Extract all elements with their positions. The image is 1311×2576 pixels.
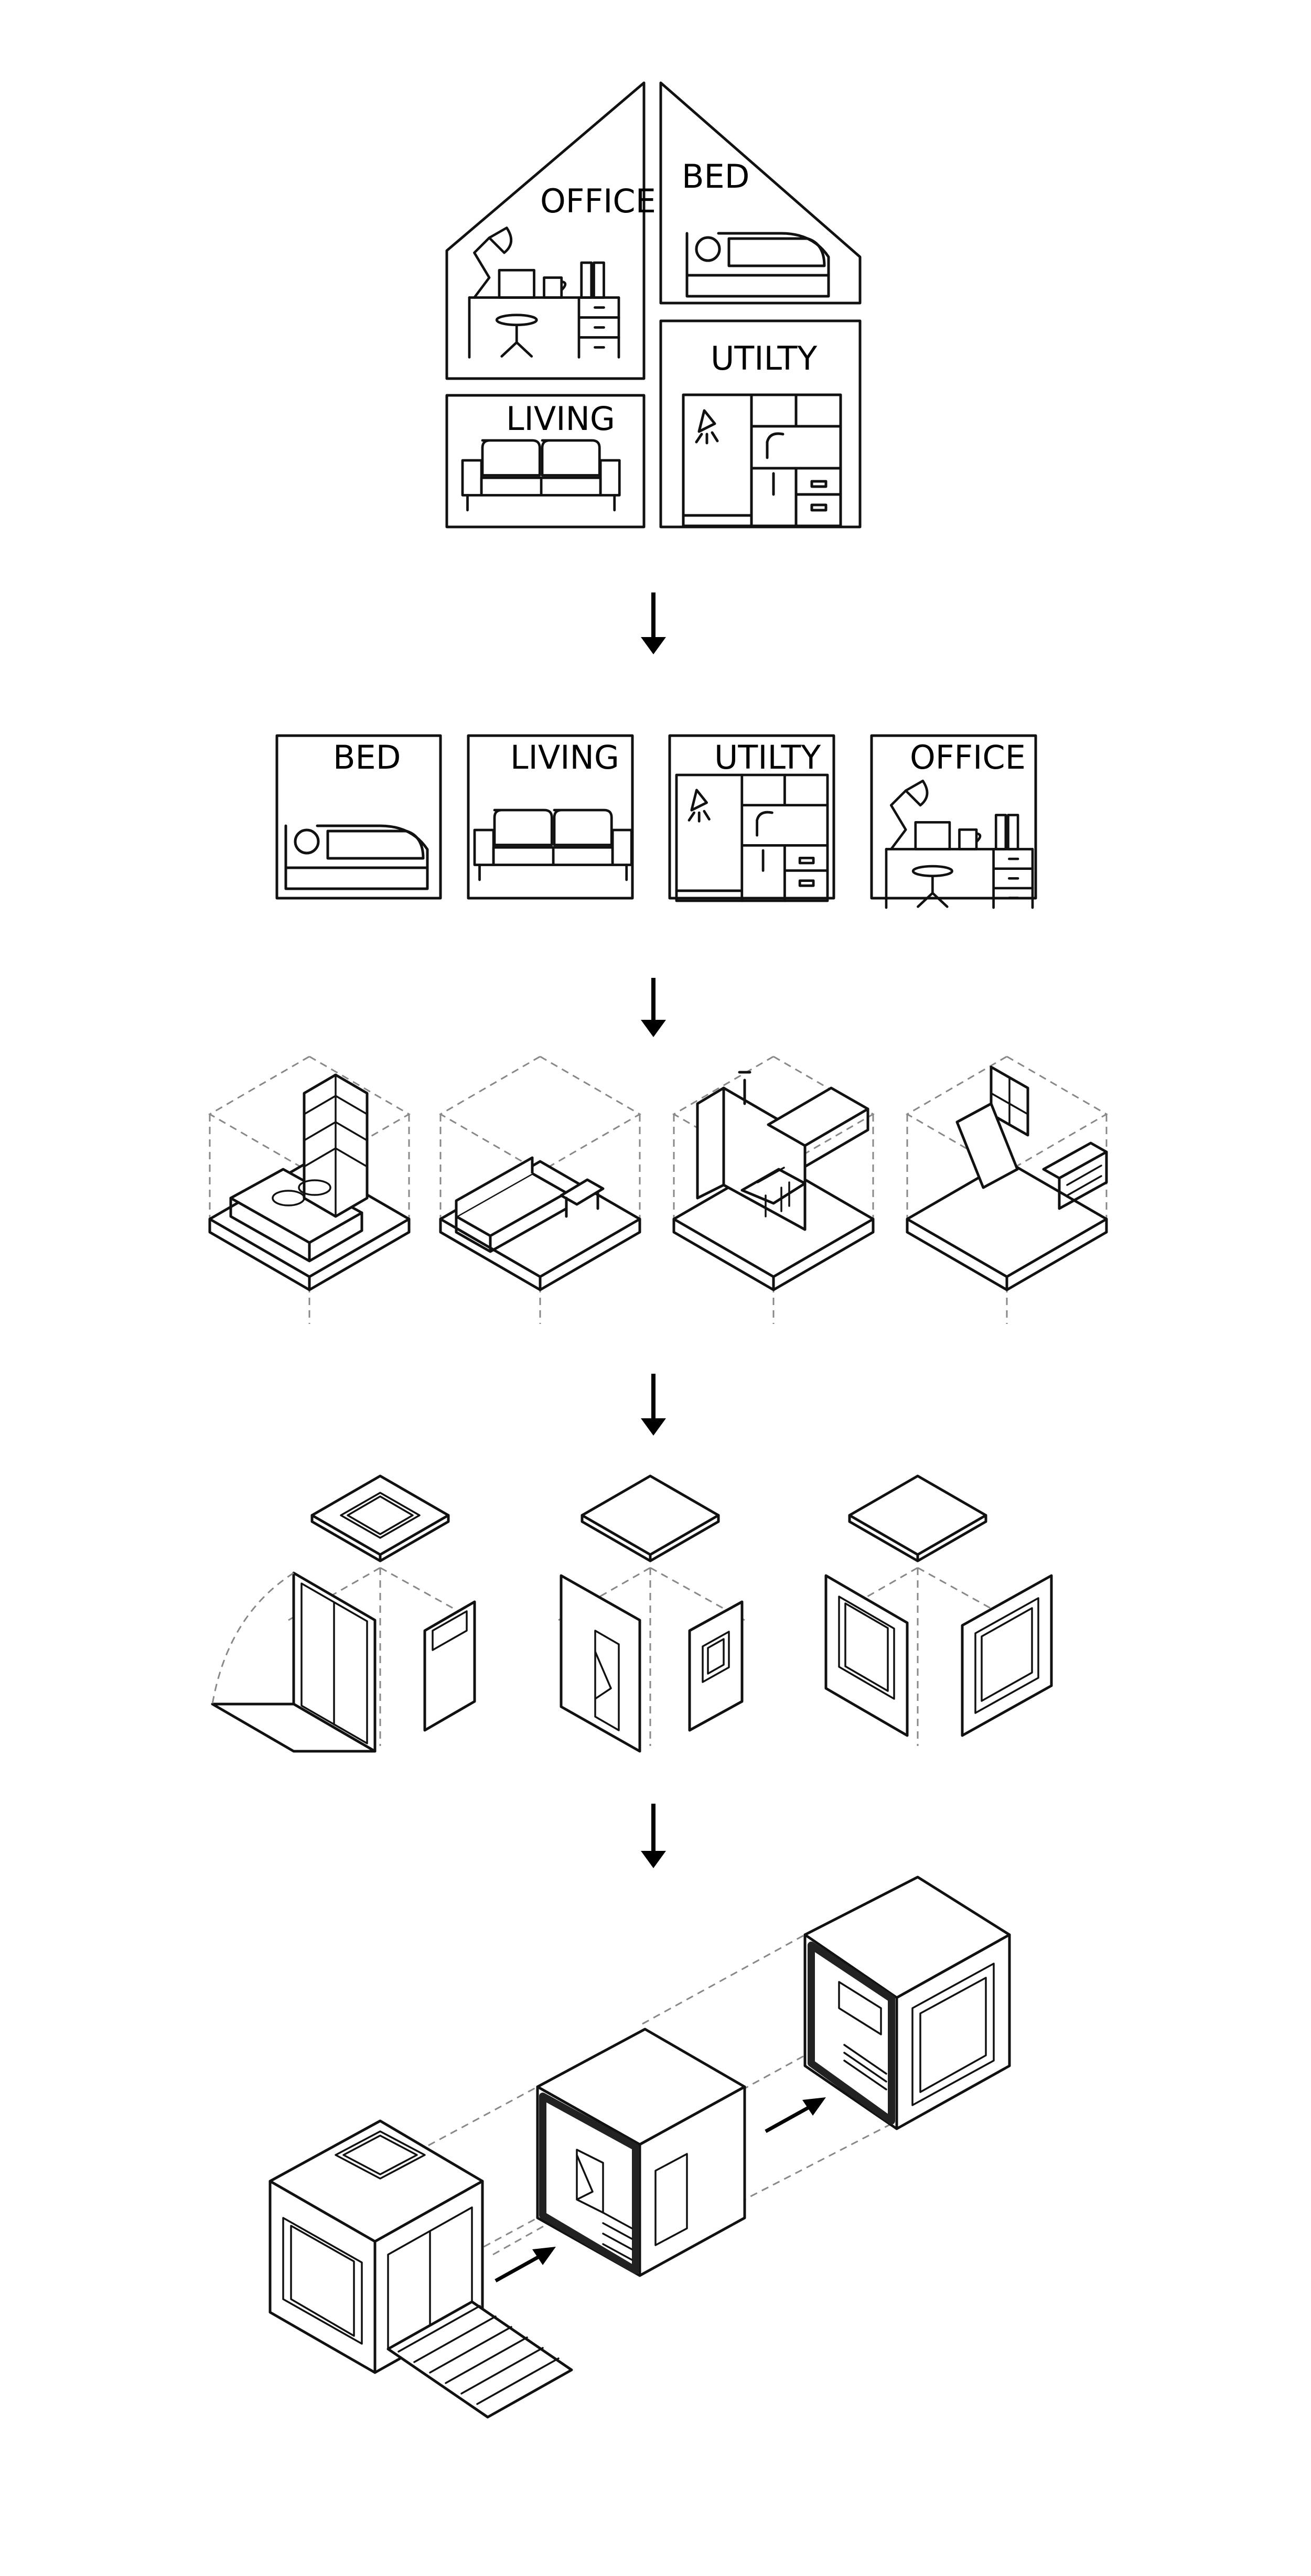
panel-set-b	[558, 1474, 745, 1753]
kitchen-icon	[683, 395, 841, 526]
assembly-sequence	[268, 1876, 1011, 2419]
module-bed: BED	[275, 734, 442, 900]
down-arrow-icon	[641, 1804, 666, 1868]
module-cube-3	[803, 1876, 1011, 2130]
iso-living-cube	[439, 1055, 641, 1324]
iso-office-cube	[906, 1055, 1108, 1324]
office-room: OFFICE	[445, 81, 656, 380]
module-bed-label: BED	[333, 738, 401, 777]
desk-lamp-icon	[469, 228, 619, 358]
module-cube-2	[536, 2028, 746, 2277]
right-arrow-icon	[495, 2247, 556, 2283]
down-arrow-icon	[641, 1374, 666, 1436]
office-label: OFFICE	[540, 182, 656, 220]
panel-set-c	[824, 1474, 1053, 1746]
iso-bed-cube	[208, 1055, 411, 1324]
utility-label: UTILTY	[711, 339, 817, 378]
module-utility: UTILTY	[668, 734, 835, 901]
down-arrow-icon	[641, 592, 666, 654]
iso-kitchen-cube	[672, 1055, 875, 1324]
utility-room: UTILTY	[659, 319, 862, 529]
module-living: LIVING	[467, 734, 634, 900]
exploded-panels-row	[211, 1474, 1053, 1753]
bed-icon	[687, 233, 829, 296]
kitchen-icon	[676, 775, 828, 901]
module-utility-label: UTILTY	[714, 738, 821, 777]
panel-set-a	[211, 1474, 476, 1753]
house-plan: OFFICE BED LIVING UTILTY	[445, 81, 862, 529]
living-label: LIVING	[506, 400, 615, 438]
living-room: LIVING	[445, 394, 646, 529]
module-living-label: LIVING	[510, 738, 619, 777]
down-arrow-icon	[641, 978, 666, 1037]
isometric-furniture-row	[208, 1055, 1108, 1324]
modules-row: BED LIVING UTILTY OFFICE	[275, 734, 1037, 908]
module-cube-1	[268, 2119, 573, 2419]
module-office-label: OFFICE	[910, 738, 1026, 777]
module-office: OFFICE	[870, 734, 1037, 908]
bed-icon	[286, 826, 427, 889]
sofa-icon	[463, 440, 619, 510]
right-arrow-icon	[765, 2097, 826, 2133]
desk-lamp-icon	[886, 781, 1033, 908]
bed-label: BED	[682, 157, 749, 196]
bed-room: BED	[659, 81, 862, 305]
sofa-icon	[475, 810, 631, 880]
